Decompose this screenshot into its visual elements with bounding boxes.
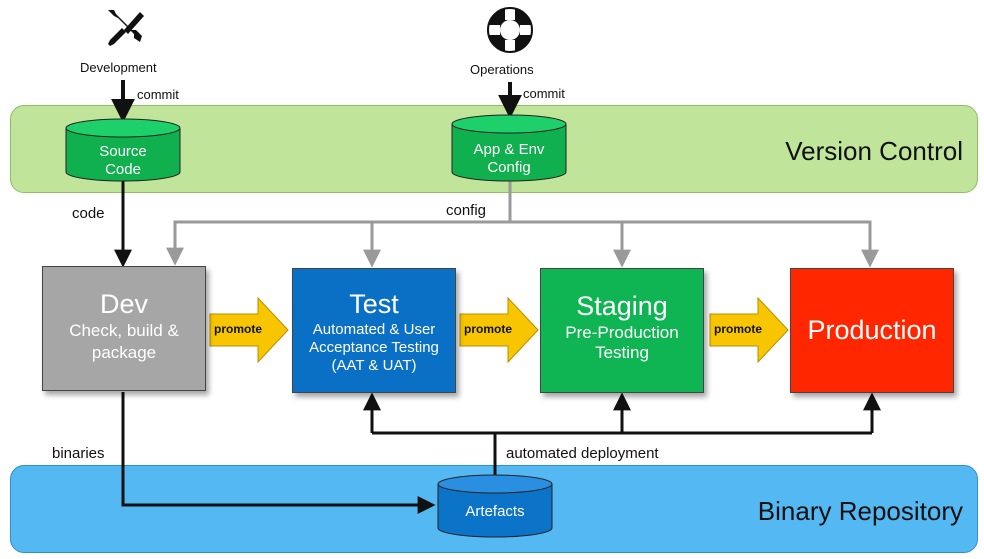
code-label: code (72, 205, 105, 222)
stage-dev: Dev Check, build & package (42, 266, 206, 391)
commit-label-left: commit (137, 87, 179, 102)
config-label: config (446, 202, 487, 219)
automated-deployment-label: automated deployment (506, 445, 659, 462)
promote-arrow-2 (459, 296, 539, 364)
version-control-label: Version Control (785, 136, 963, 166)
promote-label-2: promote (464, 322, 512, 336)
source-code-label: Source Code (99, 143, 147, 178)
development-label: Development (80, 60, 157, 75)
stage-production: Production (790, 268, 954, 393)
dev-title: Dev (99, 289, 148, 319)
staging-title: Staging (576, 291, 668, 321)
stage-staging: Staging Pre-Production Testing (540, 268, 704, 393)
binaries-label: binaries (52, 445, 105, 462)
binary-repository-label: Binary Repository (757, 496, 963, 526)
source-code-cylinder (65, 118, 181, 182)
promote-label-1: promote (214, 322, 262, 336)
stage-test: Test Automated & User Acceptance Testing… (292, 268, 456, 393)
artefacts-cylinder (437, 474, 553, 538)
binaries-line (121, 392, 436, 514)
app-env-config-cylinder (451, 114, 567, 182)
artefacts-label: Artefacts (465, 503, 525, 520)
lifebuoy-icon (487, 7, 533, 53)
commit-label-right: commit (523, 86, 565, 101)
promote-label-3: promote (714, 322, 762, 336)
operations-label: Operations (470, 62, 534, 77)
promote-arrow-3 (709, 296, 789, 364)
promote-arrow-1 (209, 296, 289, 364)
config-line (166, 178, 512, 266)
production-title: Production (807, 315, 937, 345)
app-env-config-label: App & Env Config (473, 141, 545, 176)
test-title: Test (349, 289, 399, 319)
wrench-screwdriver-icon (108, 10, 144, 46)
